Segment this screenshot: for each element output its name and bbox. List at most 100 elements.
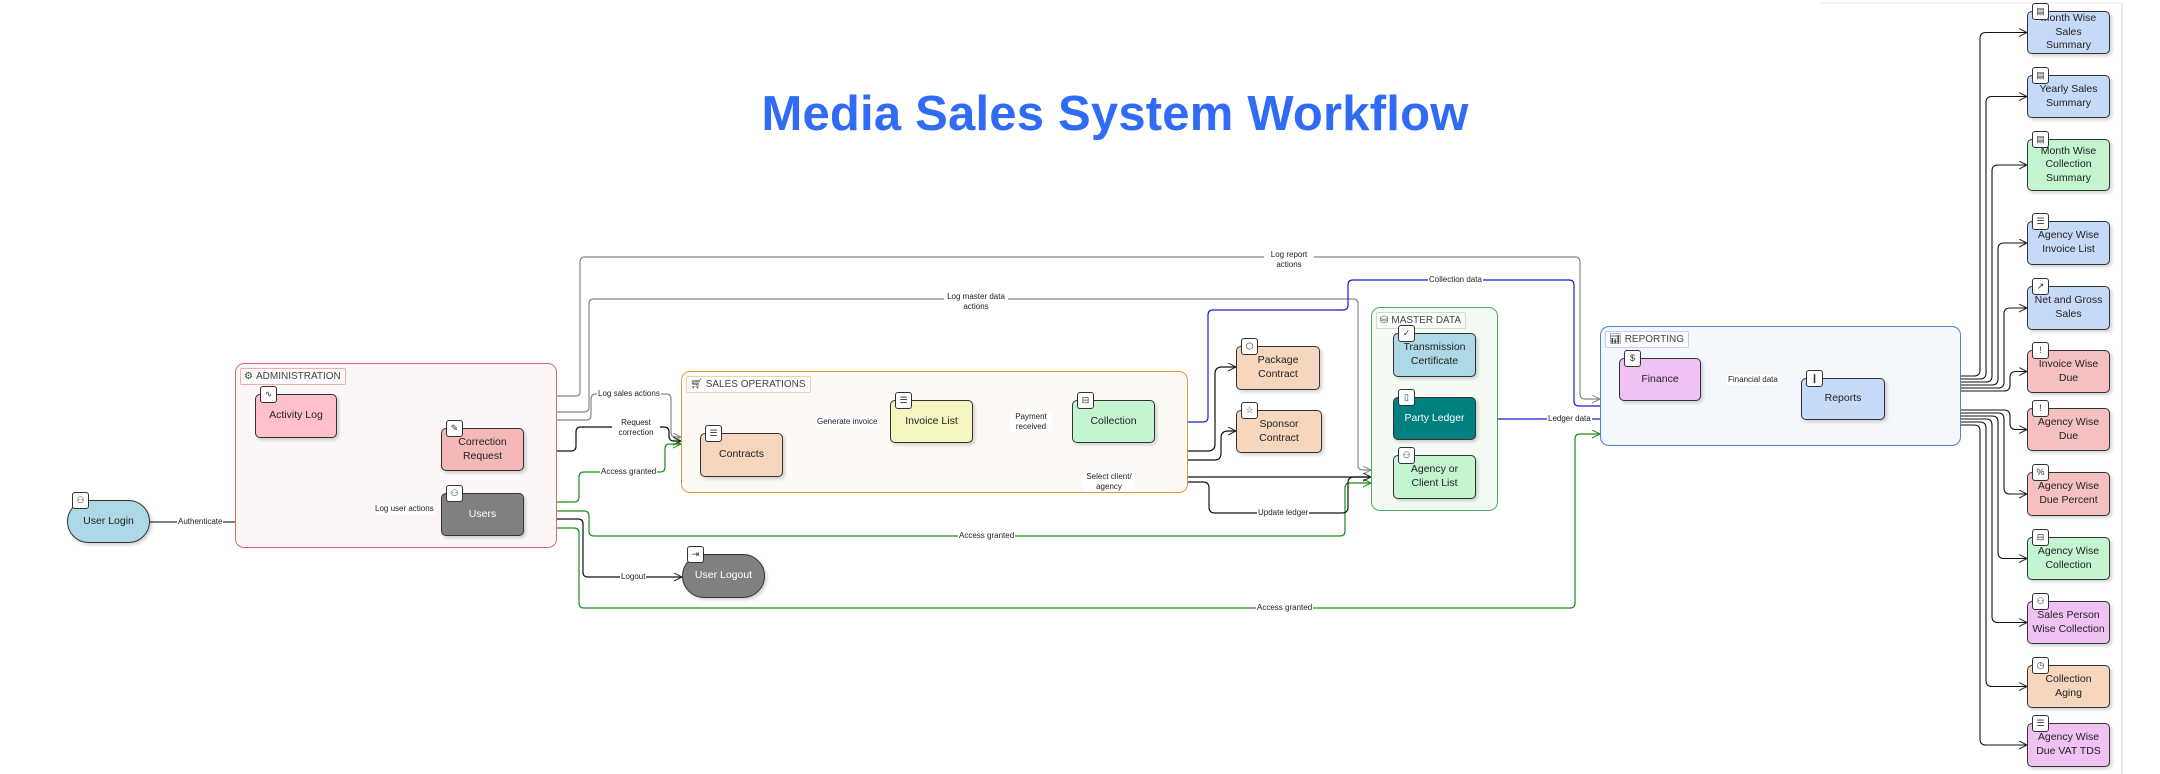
trend-icon: ↗ (2032, 278, 2049, 295)
node-label: Agency Wise Due (2037, 415, 2100, 442)
package-icon: ⬡ (1241, 338, 1258, 355)
node-label: Users (468, 507, 497, 520)
node-reports[interactable]: ❙ Reports (1801, 370, 1885, 420)
alert-icon: ! (2032, 342, 2049, 359)
group-label: REPORTING (1624, 334, 1684, 345)
report-output-node[interactable]: ☰Agency Wise Due VAT TDS (2027, 715, 2110, 767)
node-label: Collection Aging (2045, 672, 2092, 699)
edge-contracts-package (783, 367, 1236, 452)
node-activity-log[interactable]: ∿ Activity Log (255, 386, 337, 438)
report-output-node[interactable]: ⚇Sales Person Wise Collection (2027, 593, 2110, 644)
edge-report-output (1885, 413, 2027, 687)
node-label: Net and Gross Sales (2034, 294, 2103, 320)
node-label: Agency Wise Due VAT TDS (2036, 731, 2101, 757)
edge-label: Update ledger (1257, 508, 1310, 518)
node-correction-request[interactable]: ✎ Correction Request (441, 420, 524, 471)
edge-label: Log user actions (374, 504, 435, 514)
user-icon: ⚇ (72, 492, 89, 509)
report-output-node[interactable]: ↗Net and Gross Sales (2027, 278, 2110, 330)
edge-label: Financial data (1727, 375, 1779, 385)
edge-report-output (1885, 416, 2027, 745)
report-output-node[interactable]: ⊟Agency Wise Collection (2027, 529, 2110, 580)
node-label: Agency Wise Collection (2037, 544, 2100, 571)
edge-label: Generate invoice (816, 417, 879, 427)
node-label: Agency Wise Invoice List (2037, 229, 2100, 255)
calendar-icon: ▤ (2032, 131, 2049, 148)
node-label: Contracts (719, 448, 764, 461)
edge-label: Access granted (600, 467, 658, 477)
node-users[interactable]: ⚇ Users (441, 485, 524, 536)
document-icon: ☰ (2032, 715, 2049, 732)
diagram-title: Media Sales System Workflow (761, 87, 1469, 141)
user-icon: ⚇ (2032, 593, 2049, 610)
report-output-node[interactable]: !Agency Wise Due (2027, 400, 2110, 451)
check-circle-icon: ✓ (1398, 325, 1415, 342)
node-label: Reports (1824, 392, 1862, 405)
node-party-ledger[interactable]: ▯ Party Ledger (1393, 389, 1476, 440)
report-output-node[interactable]: ☰Agency Wise Invoice List (2027, 213, 2110, 265)
edge-label: Log sales actions (597, 389, 661, 399)
node-transmission-certificate[interactable]: ✓ Transmission Certificate (1393, 325, 1476, 377)
logout-icon: ⇥ (687, 546, 704, 563)
node-package-contract[interactable]: ⬡ Package Contract (1236, 338, 1320, 390)
edge-logout (524, 518, 682, 577)
node-agency-client-list[interactable]: ⚇ Agency or Client List (1393, 447, 1476, 499)
settings-icon: ⚙ (244, 371, 253, 382)
node-finance[interactable]: $ Finance (1619, 350, 1701, 401)
node-label: Correction Request (458, 435, 507, 462)
edge-label: Ledger data (1547, 414, 1592, 424)
calendar-icon: ▤ (2032, 67, 2049, 84)
group-label: MASTER DATA (1391, 315, 1462, 326)
percent-icon: % (2032, 464, 2049, 481)
node-label: Agency Wise Due Percent (2037, 480, 2100, 506)
node-label: Month Wise Collection Summary (2040, 144, 2097, 184)
edge-label: Log master data actions (944, 292, 1008, 312)
node-user-login[interactable]: ⚇ User Login (67, 492, 150, 543)
bar-chart-icon: ❙ (1806, 370, 1823, 387)
node-label: Agency or Client List (1410, 463, 1459, 489)
users-icon: ⚇ (1398, 447, 1415, 464)
group-label: ADMINISTRATION (255, 371, 341, 382)
node-label: Finance (1641, 372, 1679, 385)
node-collection[interactable]: ⊟ Collection (1072, 392, 1155, 443)
node-label: Package Contract (1257, 354, 1299, 380)
file-icon: ☰ (705, 425, 722, 442)
report-output-node[interactable]: ▤Yearly Sales Summary (2027, 67, 2110, 118)
database-icon: ⛁ (1380, 315, 1389, 326)
edge-label: Request correction (612, 418, 660, 438)
node-label: Transmission Certificate (1403, 341, 1466, 367)
node-label: Party Ledger (1404, 411, 1465, 424)
report-output-node[interactable]: %Agency Wise Due Percent (2027, 464, 2110, 516)
edge-label: Select client/ agency (1083, 472, 1135, 492)
node-label: Invoice List (905, 414, 958, 427)
clock-icon: ◷ (2032, 657, 2049, 674)
edge-label: Authenticate (177, 517, 224, 527)
node-label: Month Wise Sales Summary (2040, 12, 2097, 52)
cart-icon: 🛒︎ (690, 379, 703, 390)
calendar-icon: ▤ (2032, 3, 2049, 20)
card-icon: ⊟ (1077, 392, 1094, 409)
node-label: User Logout (694, 569, 753, 582)
edge-label: Collection data (1428, 275, 1483, 285)
node-invoice-list[interactable]: ☰ Invoice List (890, 392, 973, 443)
node-label: Invoice Wise Due (2038, 357, 2099, 384)
report-output-node[interactable]: ▤Month Wise Collection Summary (2027, 131, 2110, 191)
node-sponsor-contract[interactable]: ☆ Sponsor Contract (1236, 402, 1322, 453)
report-output-node[interactable]: ▤Month Wise Sales Summary (2027, 3, 2110, 54)
node-contracts[interactable]: ☰ Contracts (700, 425, 783, 477)
edge-label: Payment received (1010, 412, 1052, 432)
report-output-node[interactable]: !Invoice Wise Due (2027, 342, 2110, 393)
report-output-node[interactable]: ◷Collection Aging (2027, 657, 2110, 708)
dollar-icon: $ (1624, 350, 1641, 367)
alert-icon: ! (2032, 400, 2049, 417)
node-label: Sponsor Contract (1259, 417, 1299, 444)
node-label: Yearly Sales Summary (2039, 82, 2098, 109)
users-icon: ⚇ (446, 485, 463, 502)
group-label: SALES OPERATIONS (705, 379, 806, 390)
document-icon: ☰ (895, 392, 912, 409)
activity-icon: ∿ (260, 386, 277, 403)
card-icon: ⊟ (2032, 529, 2049, 546)
node-user-logout[interactable]: ⇥ User Logout (682, 546, 765, 598)
edge-contracts-sponsor (783, 431, 1236, 461)
book-icon: ▯ (1398, 389, 1415, 406)
